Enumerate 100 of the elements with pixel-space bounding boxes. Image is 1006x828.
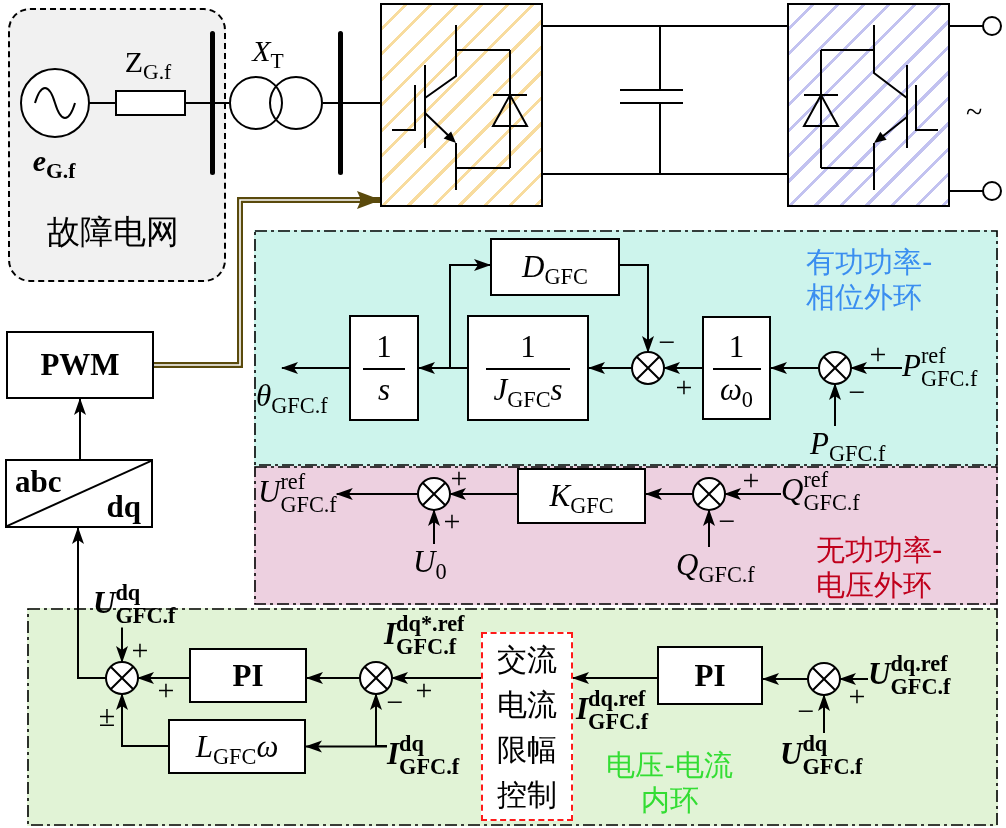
block-label: 交流电流限幅控制 [496,641,558,813]
block-label: PWM [40,347,120,383]
function-block [189,648,307,703]
arrow [305,740,388,753]
arrow [770,362,820,374]
arrow [818,694,830,734]
sign-label: + [157,674,175,706]
symbol-label: Z$_{G.f}$ [124,46,172,78]
region-title: 电压-电流内环 [605,748,734,818]
arrow [116,626,128,663]
transfer-function-block [349,315,419,421]
arrow [428,509,440,545]
sign-label: + [675,371,693,403]
numerator: 1 [520,328,536,365]
numerator: 1 [728,328,745,365]
sign-label: − [386,686,404,718]
control-loop-panel [254,230,998,466]
wire [185,102,211,104]
sign-label: + [415,674,433,706]
terminal-symbol [982,181,1002,201]
arrow [572,672,658,684]
arrow [281,362,350,374]
control-loop-panel [254,466,998,605]
arrow [74,398,86,460]
arrow [703,509,715,548]
sign-label: + [450,462,468,494]
region-title: 故障电网 [47,213,179,252]
sign-label: + [848,680,866,712]
arrow [829,383,841,427]
summing-junction [417,477,451,511]
block-label: PI [232,657,264,694]
arrow [116,693,169,747]
function-block [168,719,306,774]
impedance-symbol [115,90,186,116]
arrow [391,672,482,684]
sign-label: + [742,464,760,496]
denominator: ω$_{0}$ [719,371,753,408]
wire [542,25,788,27]
arrow [724,488,782,500]
sign-label: + [443,505,461,537]
signal-label: θ$_{GFC.f}$ [256,368,328,414]
sign-label: + [869,338,887,370]
sign-label: − [797,695,815,727]
arrow [619,264,654,353]
symbol-label: ~ [965,96,983,128]
transform-block [5,459,153,528]
arrow [449,488,518,500]
arrow [154,191,381,368]
arrow [370,693,388,747]
summing-junction [692,477,726,511]
sign-label: − [848,376,866,408]
sign-label: − [718,505,736,537]
summing-junction [818,351,852,385]
arrow [839,673,869,685]
busbar [338,31,343,175]
transfer-function-block [467,315,589,421]
arrow [335,488,419,500]
arrow [137,672,190,684]
summing-junction [807,662,841,696]
converter-box [380,3,543,207]
function-block [517,468,646,524]
wire [322,102,339,104]
block-label: dq [106,491,141,522]
transformer-symbol [229,76,323,130]
signal-label: U$_{0}$ [413,544,447,580]
region-title: 无功功率-电压外环 [816,533,944,603]
block-label: D$_{GFC}$ [522,249,588,285]
summing-junction [631,351,665,385]
limiter-box [481,632,573,821]
arrow [72,527,107,679]
numerator: 1 [376,328,392,365]
wire [949,190,984,192]
block-label: L$_{GFC}$ω [195,728,279,765]
terminal-symbol [982,16,1002,36]
signal-label: Q$_{GFC.f}$ [676,547,755,583]
sign-label: ± [98,700,116,732]
wire [542,173,788,175]
fault-grid-panel [8,8,226,282]
region-title: 有功功率-相位外环 [806,245,934,315]
sign-label: + [131,634,149,666]
symbol-label: e$_{G.f}$ [32,145,76,177]
block-label: K$_{GFC}$ [549,478,614,514]
arrow [663,362,703,374]
arrow [645,488,694,500]
block-label: abc [15,466,62,497]
transfer-function-block [702,316,771,420]
wire [949,25,984,27]
summing-junction [359,661,393,695]
arrow [762,673,809,685]
block-label: PI [694,657,726,694]
arrow [588,362,633,374]
symbol-label: X$_{T}$ [252,35,284,67]
arrow [306,672,361,684]
busbar [210,31,215,175]
sign-label: − [658,326,676,358]
function-block [657,646,763,705]
arrow [449,259,491,369]
summing-junction [105,661,139,695]
function-block [6,331,154,399]
denominator: s [377,371,391,408]
